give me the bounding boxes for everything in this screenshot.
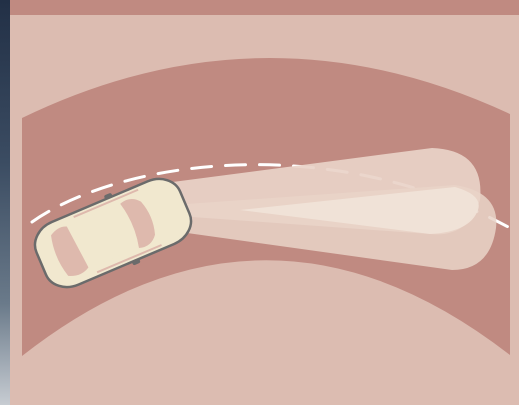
top-band (10, 0, 519, 15)
left-edge-strip (0, 0, 10, 405)
car-mirror-left (104, 193, 113, 200)
car-roof (70, 203, 139, 268)
car-side-line-top (73, 188, 139, 219)
car-rear-window (51, 226, 89, 276)
car-mirror-right (132, 258, 141, 266)
car-side-line-bottom (96, 244, 162, 274)
car-icon (33, 177, 193, 289)
headlight-beams (165, 148, 497, 270)
car-windshield (120, 199, 156, 249)
headlight-beam-overlap (240, 187, 479, 234)
